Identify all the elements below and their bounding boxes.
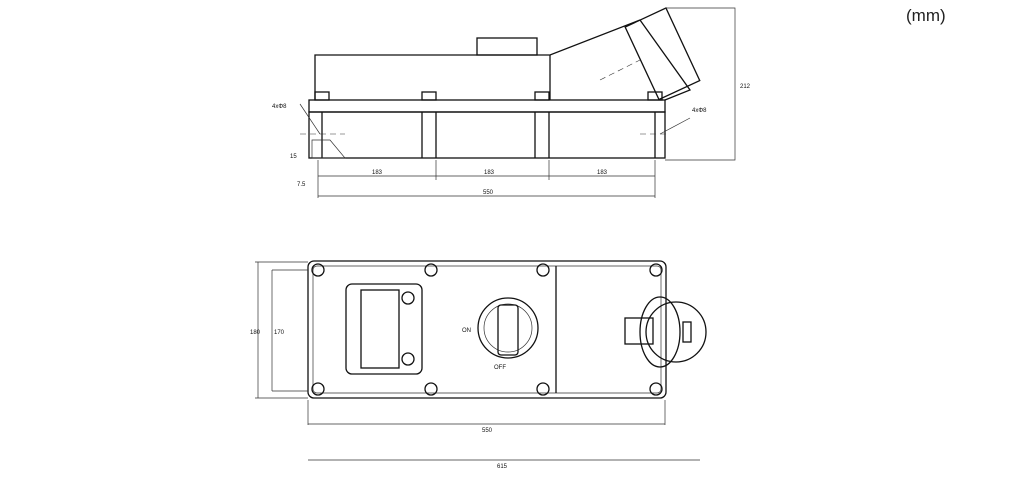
dim-height-outer: 180	[250, 330, 261, 336]
socket-body	[549, 19, 692, 101]
dim-height-inner: 170	[274, 330, 285, 336]
lower-housing	[308, 111, 666, 159]
socket-latch	[624, 317, 654, 345]
top-view: ON OFF 180 170 550 615	[250, 260, 707, 470]
hole-label-left: 4xΦ8	[272, 104, 287, 110]
dim-seg-3: 183	[597, 170, 608, 176]
screw-bottom	[401, 352, 415, 366]
switch-handle[interactable]	[497, 304, 519, 356]
unit-label: (mm)	[906, 6, 946, 25]
dim-foot: 15	[290, 154, 297, 160]
upper-housing	[314, 19, 641, 100]
socket-flap	[682, 321, 692, 343]
screws	[311, 263, 663, 396]
breaker-window	[345, 283, 423, 375]
side-view: 183 183 183 550 7.5 15 212 4xΦ8 4xΦ8	[272, 7, 751, 198]
section-hatch	[311, 139, 346, 159]
enclosure-outline	[307, 260, 667, 399]
breaker	[360, 289, 400, 369]
posts	[314, 91, 663, 158]
dim-height: 212	[740, 84, 751, 90]
dim-overall: 550	[483, 190, 494, 196]
switch-off-label: OFF	[494, 365, 506, 371]
dimension-lines	[299, 7, 736, 198]
socket-cover[interactable]	[645, 301, 707, 363]
angled-socket	[624, 7, 701, 101]
dim-seg-1: 183	[372, 170, 383, 176]
knob-top	[476, 37, 538, 56]
rotary-switch[interactable]	[477, 297, 539, 359]
dim-offset: 7.5	[297, 182, 306, 188]
lid-rim	[308, 99, 666, 113]
screw-top	[401, 291, 415, 305]
dim-width-total: 615	[497, 464, 508, 470]
dim-width-body: 550	[482, 428, 493, 434]
switch-on-label: ON	[462, 328, 471, 334]
hole-label-right: 4xΦ8	[692, 108, 707, 114]
dim-seg-2: 183	[484, 170, 495, 176]
